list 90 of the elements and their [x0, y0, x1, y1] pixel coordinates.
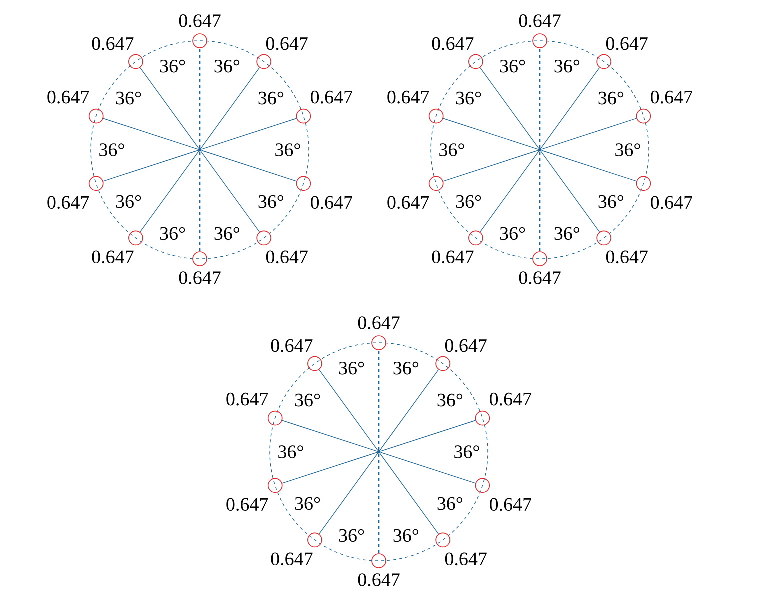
angle-label: 36°: [500, 60, 526, 73]
angle-label: 36°: [116, 92, 142, 105]
angle-label: 36°: [394, 529, 419, 542]
ray-line: [282, 420, 378, 452]
angle-label: 36°: [438, 394, 463, 407]
value-label: 0.647: [490, 498, 532, 512]
angle-label: 36°: [598, 92, 624, 105]
value-label: 0.647: [388, 90, 430, 104]
value-label: 0.647: [432, 250, 474, 264]
angle-label: 36°: [100, 144, 124, 156]
value-label: 0.647: [311, 90, 352, 104]
ray-line: [443, 118, 538, 150]
angle-label: 36°: [440, 144, 464, 156]
angle-label: 36°: [339, 529, 364, 542]
value-label: 0.647: [606, 250, 648, 264]
ray-line: [199, 152, 201, 252]
angle-label: 36°: [438, 497, 463, 510]
angle-label: 36°: [116, 195, 142, 208]
ray-line: [202, 118, 297, 150]
angle-label: 36°: [276, 144, 300, 156]
value-label: 0.647: [519, 14, 561, 28]
value-label: 0.647: [48, 196, 90, 210]
angle-label: 36°: [500, 227, 526, 240]
value-label: 0.647: [432, 37, 474, 50]
ray-line: [480, 67, 540, 149]
value-label: 0.647: [266, 37, 308, 50]
value-label: 0.647: [179, 14, 221, 28]
value-label: 0.647: [388, 196, 430, 210]
value-label: 0.647: [311, 196, 352, 210]
ray-line: [539, 152, 541, 252]
angle-label: 36°: [454, 446, 480, 458]
angle-label: 36°: [554, 60, 580, 73]
value-label: 0.647: [651, 196, 692, 210]
ray-line: [200, 67, 260, 149]
ray-line: [378, 350, 380, 450]
angle-label: 36°: [295, 497, 320, 510]
angle-label: 36°: [456, 195, 482, 208]
value-label: 0.647: [92, 250, 134, 264]
ray-line: [542, 118, 637, 150]
angle-label: 36°: [295, 394, 320, 407]
ray-line: [103, 150, 198, 182]
ray-line: [443, 150, 538, 182]
ray-line: [542, 150, 637, 182]
value-label: 0.647: [226, 498, 268, 512]
value-label: 0.647: [519, 272, 561, 284]
value-label: 0.647: [606, 37, 648, 50]
ray-line: [318, 369, 378, 451]
angle-label: 36°: [616, 144, 640, 156]
ray-line: [380, 452, 476, 484]
angle-label: 36°: [554, 227, 580, 240]
value-label: 0.647: [445, 339, 487, 352]
value-label: 0.647: [271, 552, 313, 566]
angle-label: 36°: [214, 60, 240, 73]
angle-label: 36°: [598, 195, 624, 208]
value-label: 0.647: [651, 90, 692, 104]
ray-line: [282, 452, 378, 484]
ray-line: [480, 151, 540, 233]
value-label: 0.647: [271, 339, 313, 352]
ray-line: [540, 67, 600, 149]
ray-line: [380, 420, 476, 452]
ray-line: [200, 151, 260, 233]
value-label: 0.647: [179, 272, 221, 284]
ray-line: [380, 369, 440, 451]
ray-line: [140, 151, 200, 233]
angle-label: 36°: [258, 195, 284, 208]
angle-label: 36°: [258, 92, 284, 105]
ray-line: [103, 118, 198, 150]
value-label: 0.647: [92, 37, 134, 50]
angle-label: 36°: [339, 362, 364, 375]
ray-line: [140, 67, 200, 149]
ray-line: [202, 150, 297, 182]
value-label: 0.647: [226, 392, 268, 406]
ray-line: [318, 453, 378, 535]
angle-label: 36°: [160, 227, 186, 240]
angle-label: 36°: [160, 60, 186, 73]
value-label: 0.647: [445, 552, 487, 566]
angle-label: 36°: [394, 362, 419, 375]
ray-line: [378, 454, 380, 554]
angle-label: 36°: [456, 92, 482, 105]
angle-label: 36°: [278, 446, 304, 458]
value-label: 0.647: [358, 574, 400, 586]
angle-label: 36°: [214, 227, 240, 240]
value-label: 0.647: [48, 90, 90, 104]
ray-line: [380, 453, 440, 535]
value-label: 0.647: [490, 392, 532, 406]
value-label: 0.647: [266, 250, 308, 264]
ray-line: [539, 48, 541, 148]
ray-line: [540, 151, 600, 233]
value-label: 0.647: [358, 316, 400, 330]
ray-line: [199, 48, 201, 148]
